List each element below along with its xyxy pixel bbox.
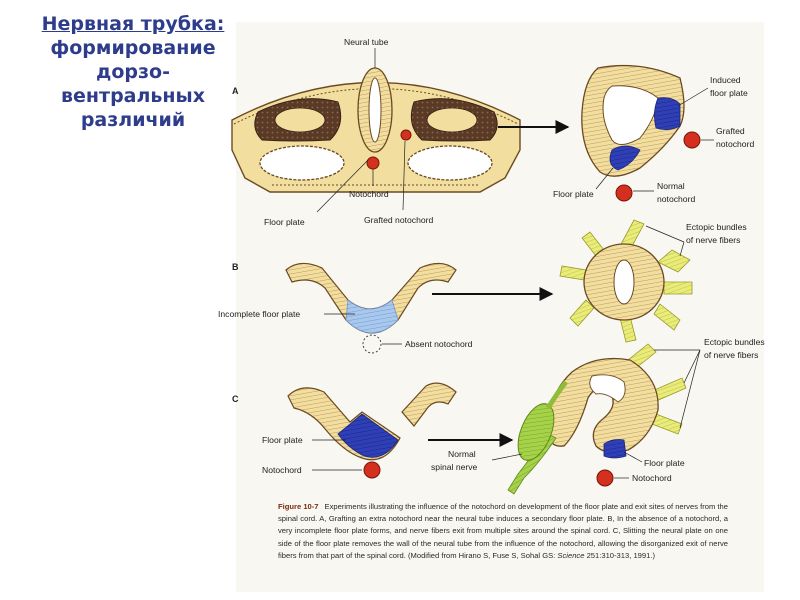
coelom-left xyxy=(259,145,345,181)
label-floor-plate-a: Floor plate xyxy=(264,217,305,227)
induced-floor-plate xyxy=(654,97,681,130)
leader-normal-spinal-nerve xyxy=(491,453,523,461)
leader-induced-floor-plate xyxy=(677,87,709,107)
leader-floor-plate-right-a xyxy=(595,167,614,190)
absent-notochord xyxy=(362,334,382,354)
somite-right xyxy=(410,98,498,142)
caption-text: Experiments illustrating the influence o… xyxy=(278,502,728,560)
label-grafted-notochord: Grafted notochord xyxy=(364,215,433,225)
figure-number: Figure 10-7 xyxy=(278,502,319,511)
panel-label-b: B xyxy=(232,262,239,272)
ectopic-nerve-bundles-b xyxy=(559,219,693,343)
label-absent-notochord: Absent notochord xyxy=(405,339,473,349)
slide-title: Нервная трубка: формирование дорзо-вентр… xyxy=(28,12,238,132)
leader-floor-plate-a xyxy=(316,159,369,213)
grafted-notochord-a xyxy=(400,129,412,141)
neural-tube-a xyxy=(357,67,393,153)
neural-plate-c xyxy=(287,382,457,461)
label-induced-floor-plate: floor plate xyxy=(710,88,748,98)
label-grafted-notochord-right: notochord xyxy=(716,139,754,149)
caption-journal: Science xyxy=(557,550,585,560)
panel-label-a: A xyxy=(232,86,239,96)
panel-label-c: C xyxy=(232,394,239,404)
incomplete-floor-plate-b xyxy=(345,299,399,334)
title-line: формирование xyxy=(50,37,216,59)
label-floor-plate-right-a: Floor plate xyxy=(553,189,594,199)
notochord-a xyxy=(366,156,380,170)
label-normal-spinal-nerve: spinal nerve xyxy=(431,462,478,472)
label-ectopic-bundles-b: Ectopic bundles xyxy=(686,222,747,232)
leader-ectopic-bundles-b xyxy=(645,225,685,243)
label-normal-spinal-nerve: Normal xyxy=(448,449,476,459)
label-floor-plate-c-right: Floor plate xyxy=(644,458,685,468)
normal-spinal-nerve xyxy=(507,380,568,495)
label-notochord-a: Notochord xyxy=(349,189,389,199)
label-normal-notochord: Normal xyxy=(657,181,685,191)
leader-ectopic-bundles-c xyxy=(679,349,701,429)
label-notochord-c: Notochord xyxy=(262,465,302,475)
grafted-notochord-right xyxy=(683,131,701,149)
label-ectopic-bundles-c: Ectopic bundles xyxy=(704,337,765,347)
leader-ectopic-bundles-c xyxy=(683,349,701,384)
neural-tube-b xyxy=(559,219,693,343)
label-ectopic-bundles-b: of nerve fibers xyxy=(686,235,740,245)
label-neural-tube: Neural tube xyxy=(344,37,389,47)
label-notochord-c-right: Notochord xyxy=(632,473,672,483)
label-floor-plate-c: Floor plate xyxy=(262,435,303,445)
title-line: Нервная трубка: xyxy=(41,13,225,35)
caption-citation: 251:310-313, 1991.) xyxy=(586,550,655,560)
leader-grafted-notochord xyxy=(402,140,406,211)
floor-plate-c-right xyxy=(603,439,627,459)
somite-left xyxy=(254,98,342,142)
label-incomplete-floor-plate: Incomplete floor plate xyxy=(218,309,300,319)
title-line: различий xyxy=(80,109,186,131)
neural-tube-induced xyxy=(581,64,685,177)
neural-tube-c xyxy=(507,343,687,495)
floor-plate-right-a xyxy=(609,145,641,171)
notochord-c xyxy=(363,461,381,479)
normal-notochord-right xyxy=(615,184,633,202)
leader-ectopic-bundles-b xyxy=(679,241,685,257)
neural-plate-b xyxy=(285,262,457,334)
label-grafted-notochord-right: Grafted xyxy=(716,126,745,136)
label-normal-notochord: notochord xyxy=(657,194,695,204)
notochord-c-right xyxy=(596,469,614,487)
title-line: дорзо-вентральных xyxy=(61,61,205,107)
label-ectopic-bundles-c: of nerve fibers xyxy=(704,350,758,360)
coelom-right xyxy=(407,145,493,181)
leader-floor-plate-c-right xyxy=(623,451,643,463)
label-induced-floor-plate: Induced xyxy=(710,75,741,85)
